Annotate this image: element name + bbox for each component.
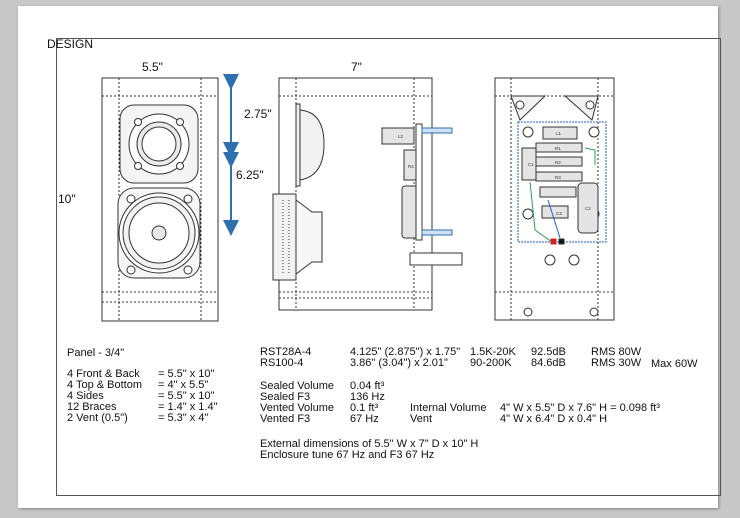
panel-part-size: = 5.5" x 10" (158, 368, 215, 380)
woofer (117, 187, 201, 279)
tweeter-offset-label: 2.75" (244, 107, 272, 121)
panel-part-size: = 4" x 5.5" (158, 379, 209, 391)
driver-max: Max 60W (651, 358, 698, 370)
driver-model: RST28A-4 (260, 346, 312, 358)
note-line: Enclosure tune 67 Hz and F3 67 Hz (260, 449, 435, 461)
panel-heading: Panel - 3/4" (67, 347, 125, 359)
driver-rms: RMS 80W RMS 30W (591, 347, 641, 369)
height-label: 10" (58, 192, 76, 206)
internal-values: 4" W x 5.5" D x 7.6" H = 0.098 ft³ 4" W … (500, 403, 660, 425)
design-title: DESIGN (47, 37, 94, 51)
box-labels: Sealed Volume Sealed F3 Vented Volume Ve… (260, 381, 334, 425)
panel-part-name: 12 Braces (67, 401, 117, 413)
driver-sensitivity: 92.5dB 84.6dB (531, 347, 566, 369)
driver-models: RST28A-4 RS100-4 (260, 347, 311, 369)
panel-part-name: 4 Top & Bottom (67, 379, 143, 391)
crossover-part-label: R3 (555, 175, 561, 180)
box-label: Sealed F3 (260, 391, 311, 403)
internal-volume-value: 4" W x 5.5" D x 7.6" H = 0.098 ft³ (500, 402, 660, 414)
side-depth-label: 7" (351, 60, 362, 74)
vent-value: 4" W x 6.4" D x 0.4" H (500, 413, 608, 425)
crossover-part-label: C1 (528, 162, 534, 167)
panel-part-size: = 1.4" x 1.4" (158, 401, 218, 413)
drawing-frame (56, 38, 721, 496)
driver-rms-value: RMS 30W (591, 357, 642, 369)
driver-sizes: 4.125" (2.875") x 1.75" 3.86" (3.04") x … (350, 347, 460, 369)
driver-ranges: 1.5K-20K 90-200K (470, 347, 516, 369)
driver-rms-value: RMS 80W (591, 346, 642, 358)
crossover-part-label: R4 (408, 164, 414, 169)
box-label: Sealed Volume (260, 380, 334, 392)
panel-part-size: = 5.5" x 10" (158, 390, 215, 402)
tweeter (119, 104, 199, 184)
back-view (494, 77, 615, 321)
crossover-part-label: C3 (556, 211, 562, 216)
driver-range: 90-200K (470, 357, 512, 369)
internal-labels: Internal Volume Vent (410, 403, 486, 425)
box-value: 67 Hz (350, 413, 379, 425)
box-value: 0.1 ft³ (350, 402, 379, 414)
panel-part-name: 4 Front & Back (67, 368, 140, 380)
internal-volume-label: Internal Volume (410, 402, 487, 414)
driver-sens: 92.5dB (531, 346, 566, 358)
crossover-part-label: R2 (555, 160, 561, 165)
driver-model: RS100-4 (260, 357, 304, 369)
panel-part-sizes: = 5.5" x 10" = 4" x 5.5" = 5.5" x 10" = … (158, 369, 218, 424)
driver-size: 3.86" (3.04") x 2.01" (350, 357, 448, 369)
box-label: Vented F3 (260, 413, 311, 425)
driver-size: 4.125" (2.875") x 1.75" (350, 346, 461, 358)
box-label: Vented Volume (260, 402, 335, 414)
vent-label: Vent (410, 413, 433, 425)
box-value: 0.04 ft³ (350, 380, 385, 392)
notes: External dimensions of 5.5" W x 7" D x 1… (260, 439, 478, 461)
box-value: 136 Hz (350, 391, 385, 403)
side-view (272, 77, 463, 311)
crossover-part-label: R1 (555, 146, 561, 151)
front-view (101, 77, 219, 322)
driver-range: 1.5K-20K (470, 346, 516, 358)
panel-part-name: 2 Vent (0.5") (67, 412, 128, 424)
panel-part-names: 4 Front & Back 4 Top & Bottom 4 Sides 12… (67, 369, 142, 424)
woofer-offset-label: 6.25" (236, 168, 264, 182)
panel-part-size: = 5.3" x 4" (158, 412, 209, 424)
box-values: 0.04 ft³ 136 Hz 0.1 ft³ 67 Hz (350, 381, 385, 425)
front-width-label: 5.5" (142, 60, 163, 74)
crossover-part-label: L1 (556, 131, 562, 136)
crossover-part-label: C2 (585, 206, 591, 211)
driver-sens: 84.6dB (531, 357, 566, 369)
note-line: External dimensions of 5.5" W x 7" D x 1… (260, 438, 479, 450)
panel-part-name: 4 Sides (67, 390, 104, 402)
crossover-part-label: L2 (398, 134, 404, 139)
